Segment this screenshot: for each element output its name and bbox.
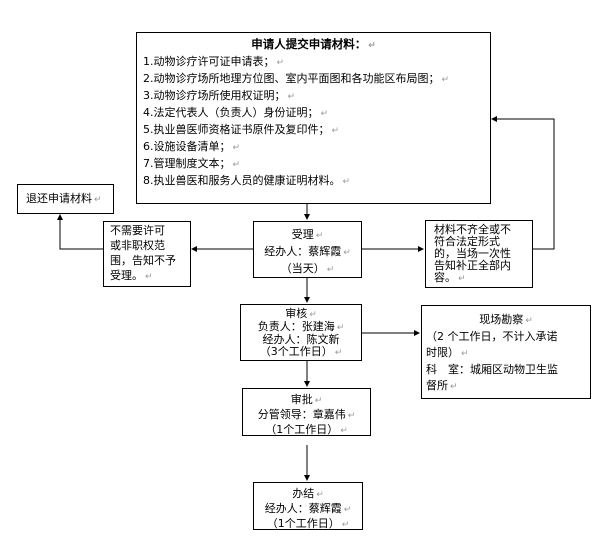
incomplete-line: 容。↵ (434, 271, 466, 285)
inspection-title: 现场勘察↵ (479, 313, 533, 326)
incomplete-line: 材料不齐全或不 (434, 223, 511, 236)
complete-time: （1个工作日）↵ (266, 517, 350, 530)
review-handler: 经办人：陈文新 (262, 333, 340, 346)
review-box: 审核↵ 负责人：张建海↵ 经办人：陈文新 （3个工作日）↵ (240, 304, 362, 361)
incomplete-line: 的，当场一次性 (434, 247, 511, 260)
reject-box: 不需要许可 或非职权范 围，告知不予 受理。↵ (103, 221, 191, 287)
material-item: 8.执业兽医和服务人员的健康证明材料。↵ (143, 174, 351, 187)
arrow-incomplete-to-submit (491, 116, 555, 250)
approve-title: 审批↵ (290, 393, 323, 406)
material-item: 3.动物诊疗场所使用权证明；↵ (143, 89, 296, 102)
return-materials-box: 退还申请材料↵ (17, 184, 114, 214)
incomplete-line: 符合法定形式 (434, 235, 500, 248)
inspection-line: （2 个工作日，不计入承诺 (426, 330, 558, 343)
material-item: 1.动物诊疗许可证申请表；↵ (143, 55, 285, 68)
complete-handler: 经办人：蔡辉霞↵ (264, 502, 352, 515)
approve-leader: 分管领导：章嘉伟↵ (257, 408, 356, 421)
material-item: 2.动物诊疗场所地理方位图、室内平面图和各功能区布局图；↵ (143, 72, 450, 85)
approve-box: 审批↵ 分管领导：章嘉伟↵ （1个工作日）↵ (242, 388, 371, 436)
accept-title: 受理↵ (291, 228, 324, 241)
submit-materials-box: 申请人提交申请材料：↵ 1.动物诊疗许可证申请表；↵ 2.动物诊疗场所地理方位图… (136, 32, 491, 204)
submit-title: 申请人提交申请材料：↵ (251, 37, 376, 51)
material-item: 7.管理制度文本；↵ (143, 157, 241, 170)
accept-time: （当天）↵ (280, 262, 335, 275)
complete-box: 办结↵ 经办人：蔡辉霞↵ （1个工作日）↵ (253, 482, 363, 530)
inspection-line: 时限）↵ (426, 346, 469, 359)
inspection-line: 科 室：城厢区动物卫生监 (426, 363, 558, 376)
material-item: 6.设施设备清单；↵ (143, 140, 241, 153)
review-title: 审核↵ (285, 307, 317, 321)
reject-line: 不需要许可 (110, 224, 165, 237)
complete-title: 办结↵ (292, 487, 324, 500)
accept-handler: 经办人：蔡辉霞↵ (264, 245, 351, 258)
material-item: 4.法定代表人（负责人）身份证明；↵ (143, 106, 329, 119)
approve-time: （1个工作日）↵ (265, 423, 348, 436)
reject-line: 受理。↵ (110, 269, 153, 282)
reject-line: 围，告知不予 (110, 254, 176, 267)
incomplete-materials-box: 材料不齐全或不 符合法定形式 的，当场一次性 告知补正全部内 容。↵ (425, 220, 533, 288)
arrow-reject-to-return (57, 214, 103, 250)
review-time: （3个工作日）↵ (259, 345, 343, 359)
review-responsible: 负责人：张建海↵ (257, 320, 345, 334)
site-inspection-box: 现场勘察↵ （2 个工作日，不计入承诺 时限）↵ 科 室：城厢区动物卫生监 督所… (421, 305, 591, 399)
incomplete-line: 告知补正全部内 (434, 259, 511, 272)
material-item: 5.执业兽医师资格证书原件及复印件；↵ (143, 123, 340, 136)
return-text: 退还申请材料↵ (26, 192, 102, 205)
reject-line: 或非职权范 (110, 239, 165, 252)
inspection-line: 督所↵ (426, 379, 458, 392)
accept-box: 受理↵ 经办人：蔡辉霞↵ （当天）↵ (253, 221, 362, 278)
